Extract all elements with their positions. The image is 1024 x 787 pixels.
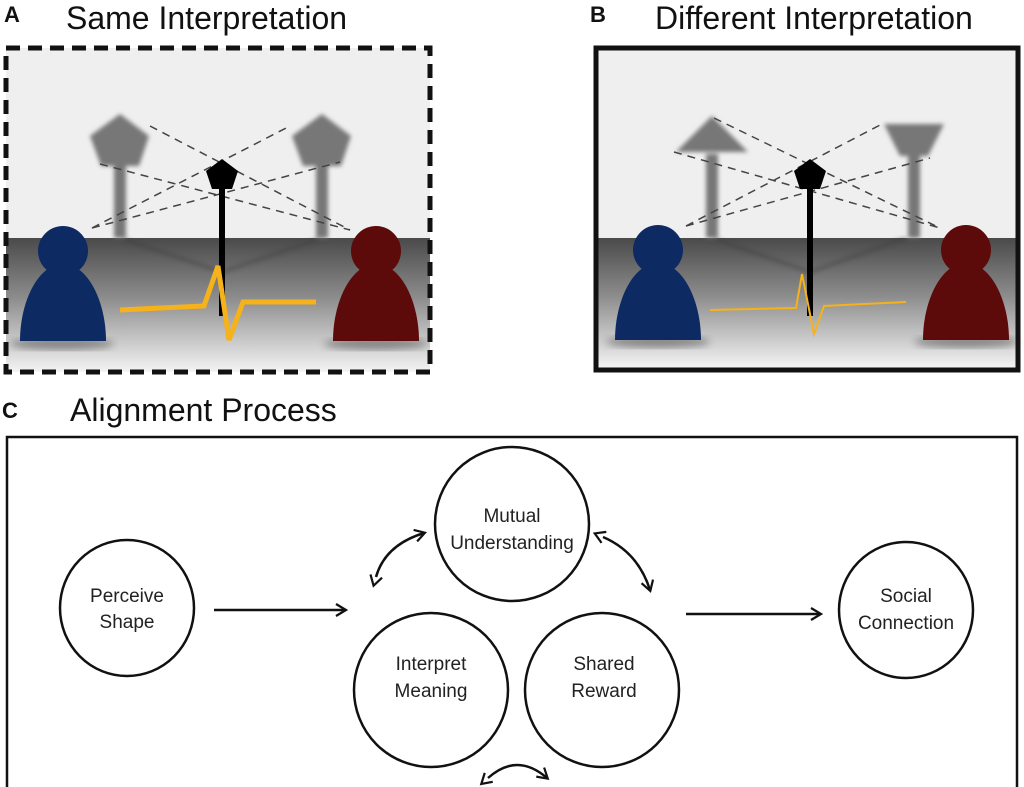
panel-c-diagram: Perceive Shape Mutual Understanding Inte… (5, 435, 1019, 787)
node-shared-line1: Shared (573, 654, 634, 675)
panel-c-letter: C (2, 398, 18, 423)
panel-a-scene (3, 45, 433, 375)
node-mutual-understanding: Mutual Understanding (433, 445, 591, 603)
panel-a-border (3, 45, 433, 375)
node-perceive-line2: Shape (100, 612, 155, 633)
node-social-line2: Connection (858, 613, 954, 634)
neural-signal-weak (709, 273, 907, 338)
wall (6, 48, 430, 238)
bidirectional-arrow-mutual-shared (603, 537, 650, 590)
person-left-icon (615, 225, 701, 340)
node-interpret-line2: Meaning (395, 681, 468, 702)
node-social-connection: Social Connection (837, 540, 975, 680)
center-pentagon-icon (794, 159, 826, 189)
panel-a-title: Same Interpretation (66, 0, 348, 36)
person-left-icon (20, 226, 106, 341)
node-mutual-line2: Understanding (450, 533, 574, 554)
center-stick (807, 188, 813, 316)
panel-c-border (5, 435, 1019, 787)
perceived-shape-arrow (676, 116, 748, 238)
panel-b-border (593, 45, 1021, 373)
person-right-icon (333, 226, 419, 341)
node-interpret-line1: Interpret (396, 654, 467, 675)
node-shared-reward: Shared Reward (523, 611, 681, 769)
node-perceive-shape: Perceive Shape (58, 538, 196, 678)
node-interpret-meaning: Interpret Meaning (352, 611, 510, 769)
node-mutual-line1: Mutual (483, 506, 540, 527)
person-right-icon (923, 225, 1009, 340)
bidirectional-arrow-interpret-mutual (376, 533, 424, 577)
bidirectional-arrow-interpret-shared (488, 763, 547, 778)
panel-b-letter: B (590, 2, 606, 27)
node-social-line1: Social (880, 586, 932, 607)
node-shared-line2: Reward (571, 681, 636, 702)
node-perceive-line1: Perceive (90, 586, 164, 607)
perceived-shape-left (90, 114, 149, 238)
panel-a-letter: A (4, 2, 20, 27)
panel-b-scene (593, 45, 1021, 373)
center-pentagon-icon (206, 159, 238, 189)
panel-b-title: Different Interpretation (655, 0, 973, 36)
center-stick (219, 188, 225, 316)
neural-signal-strong (119, 265, 316, 341)
panel-c-title: Alignment Process (70, 392, 337, 428)
